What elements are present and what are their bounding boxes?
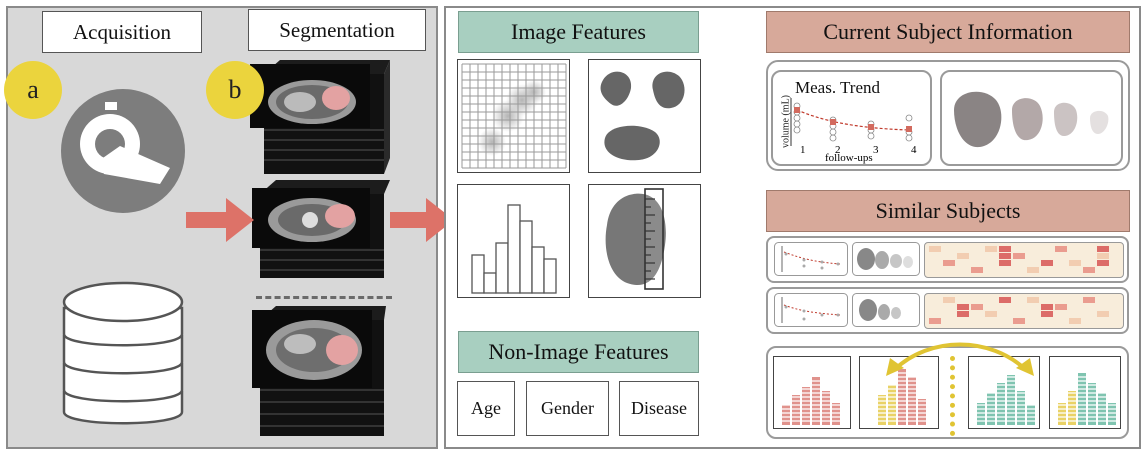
arrow-segmentation-to-features xyxy=(390,198,454,242)
ellipsis-divider xyxy=(256,296,392,299)
shape-blobs-icon xyxy=(600,71,685,161)
histogram-yellow-red xyxy=(859,356,939,429)
feature-heatmap-row-2 xyxy=(924,293,1124,329)
badge-b: b xyxy=(206,61,264,119)
trend-y-label: volume (mL) xyxy=(780,94,792,149)
shape-evolution-icon xyxy=(954,91,1109,148)
trend-x-tick-2: 2 xyxy=(835,144,841,156)
trend-x-tick-3: 3 xyxy=(873,144,879,156)
comparison-separator xyxy=(950,356,955,436)
feature-age: Age xyxy=(457,381,515,436)
image-features-header: Image Features xyxy=(458,11,699,53)
measurement-trend-card: Meas. Trend volume (mL) 1 2 3 4 follow-u… xyxy=(771,70,932,166)
mini-shapes-icon xyxy=(852,242,920,276)
similar-subject-row-1 xyxy=(766,236,1129,283)
trend-x-tick-1: 1 xyxy=(800,144,806,156)
feature-heatmap-row-1 xyxy=(924,242,1124,278)
double-arrow-connector xyxy=(886,342,1034,376)
mini-trend-icon xyxy=(774,293,848,327)
trend-x-tick-4: 4 xyxy=(911,144,917,156)
feature-disease: Disease xyxy=(619,381,699,436)
acquisition-label: Acquisition xyxy=(42,11,202,53)
arrow-acquisition-to-segmentation xyxy=(186,198,254,242)
ct-slice-stack-icon xyxy=(252,306,386,436)
feature-gender: Gender xyxy=(526,381,609,436)
trend-x-label: follow-ups xyxy=(825,152,873,164)
ct-slice-stack-icon xyxy=(250,60,390,174)
grid-texture-icon xyxy=(461,63,567,169)
segmentation-label: Segmentation xyxy=(248,9,426,51)
database-icon xyxy=(62,281,184,425)
size-feature-box xyxy=(588,184,701,298)
shape-feature-box xyxy=(588,59,701,173)
ct-slice-stack-icon xyxy=(252,180,390,278)
ruler-measure-icon xyxy=(605,188,666,290)
mini-shapes-icon xyxy=(852,293,920,327)
shape-evolution-card xyxy=(940,70,1123,166)
badge-a: a xyxy=(4,61,62,119)
similar-subjects-header: Similar Subjects xyxy=(766,190,1130,232)
trend-title: Meas. Trend xyxy=(795,78,881,97)
similar-subject-row-2 xyxy=(766,287,1129,334)
texture-feature-box xyxy=(457,59,570,173)
histogram-red xyxy=(773,356,851,429)
current-subject-header: Current Subject Information xyxy=(766,11,1130,53)
histogram-yellow-teal xyxy=(1049,356,1121,429)
non-image-features-header: Non-Image Features xyxy=(458,331,699,373)
histogram-icon xyxy=(471,204,557,294)
trend-plot xyxy=(790,98,913,146)
histogram-feature-box xyxy=(457,184,570,298)
scanner-icon xyxy=(61,89,185,213)
mini-trend-icon xyxy=(774,242,848,276)
